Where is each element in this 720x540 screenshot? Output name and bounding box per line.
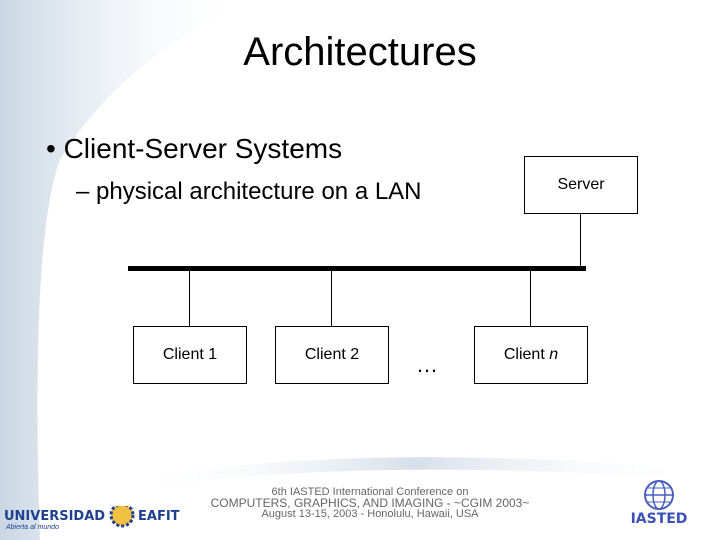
server-link (580, 213, 581, 268)
client1-link (189, 271, 190, 326)
client2-box: Client 2 (275, 326, 389, 384)
footer-line1: 6th IASTED International Conference on (271, 486, 469, 498)
footer-line2: COMPUTERS, GRAPHICS, AND IMAGING - ~CGIM… (210, 496, 530, 510)
iasted-globe-icon: IASTED (631, 480, 688, 527)
server-box: Server (524, 156, 638, 214)
svg-text:EAFIT: EAFIT (138, 509, 180, 524)
footer-line3: August 13-15, 2003 - Honolulu, Hawaii, U… (261, 508, 479, 520)
eafit-tagline: Abierta al mundo (6, 524, 59, 531)
eafit-logo-graphic: UNIVERSIDAD EAFIT (4, 502, 180, 528)
svg-text:IASTED: IASTED (631, 511, 688, 525)
svg-text:UNIVERSIDAD: UNIVERSIDAD (4, 509, 105, 524)
clientn-label-n: n (549, 346, 559, 363)
client2-label: Client 2 (304, 346, 360, 363)
bullet-client-server: • Client-Server Systems (46, 133, 343, 164)
sub-bullet-physical-lan: – physical architecture on a LAN (76, 178, 422, 205)
clientn-box: Client n (474, 326, 588, 384)
client2-link (331, 271, 332, 326)
client1-box: Client 1 (133, 326, 247, 384)
lan-bus (128, 266, 586, 271)
clientn-label-text: Client (503, 346, 550, 363)
eafit-logo: UNIVERSIDAD EAFIT Abierta al mundo (4, 502, 180, 537)
clientn-link (530, 271, 531, 326)
server-label: Server (557, 176, 605, 193)
slide-title: Architectures (243, 30, 477, 74)
ellipsis: … (416, 352, 438, 377)
clientn-label: Client n (504, 346, 558, 364)
conference-footer: 6th IASTED International Conference on C… (200, 487, 540, 520)
iasted-logo: IASTED (628, 479, 690, 530)
client1-label: Client 1 (162, 346, 218, 363)
